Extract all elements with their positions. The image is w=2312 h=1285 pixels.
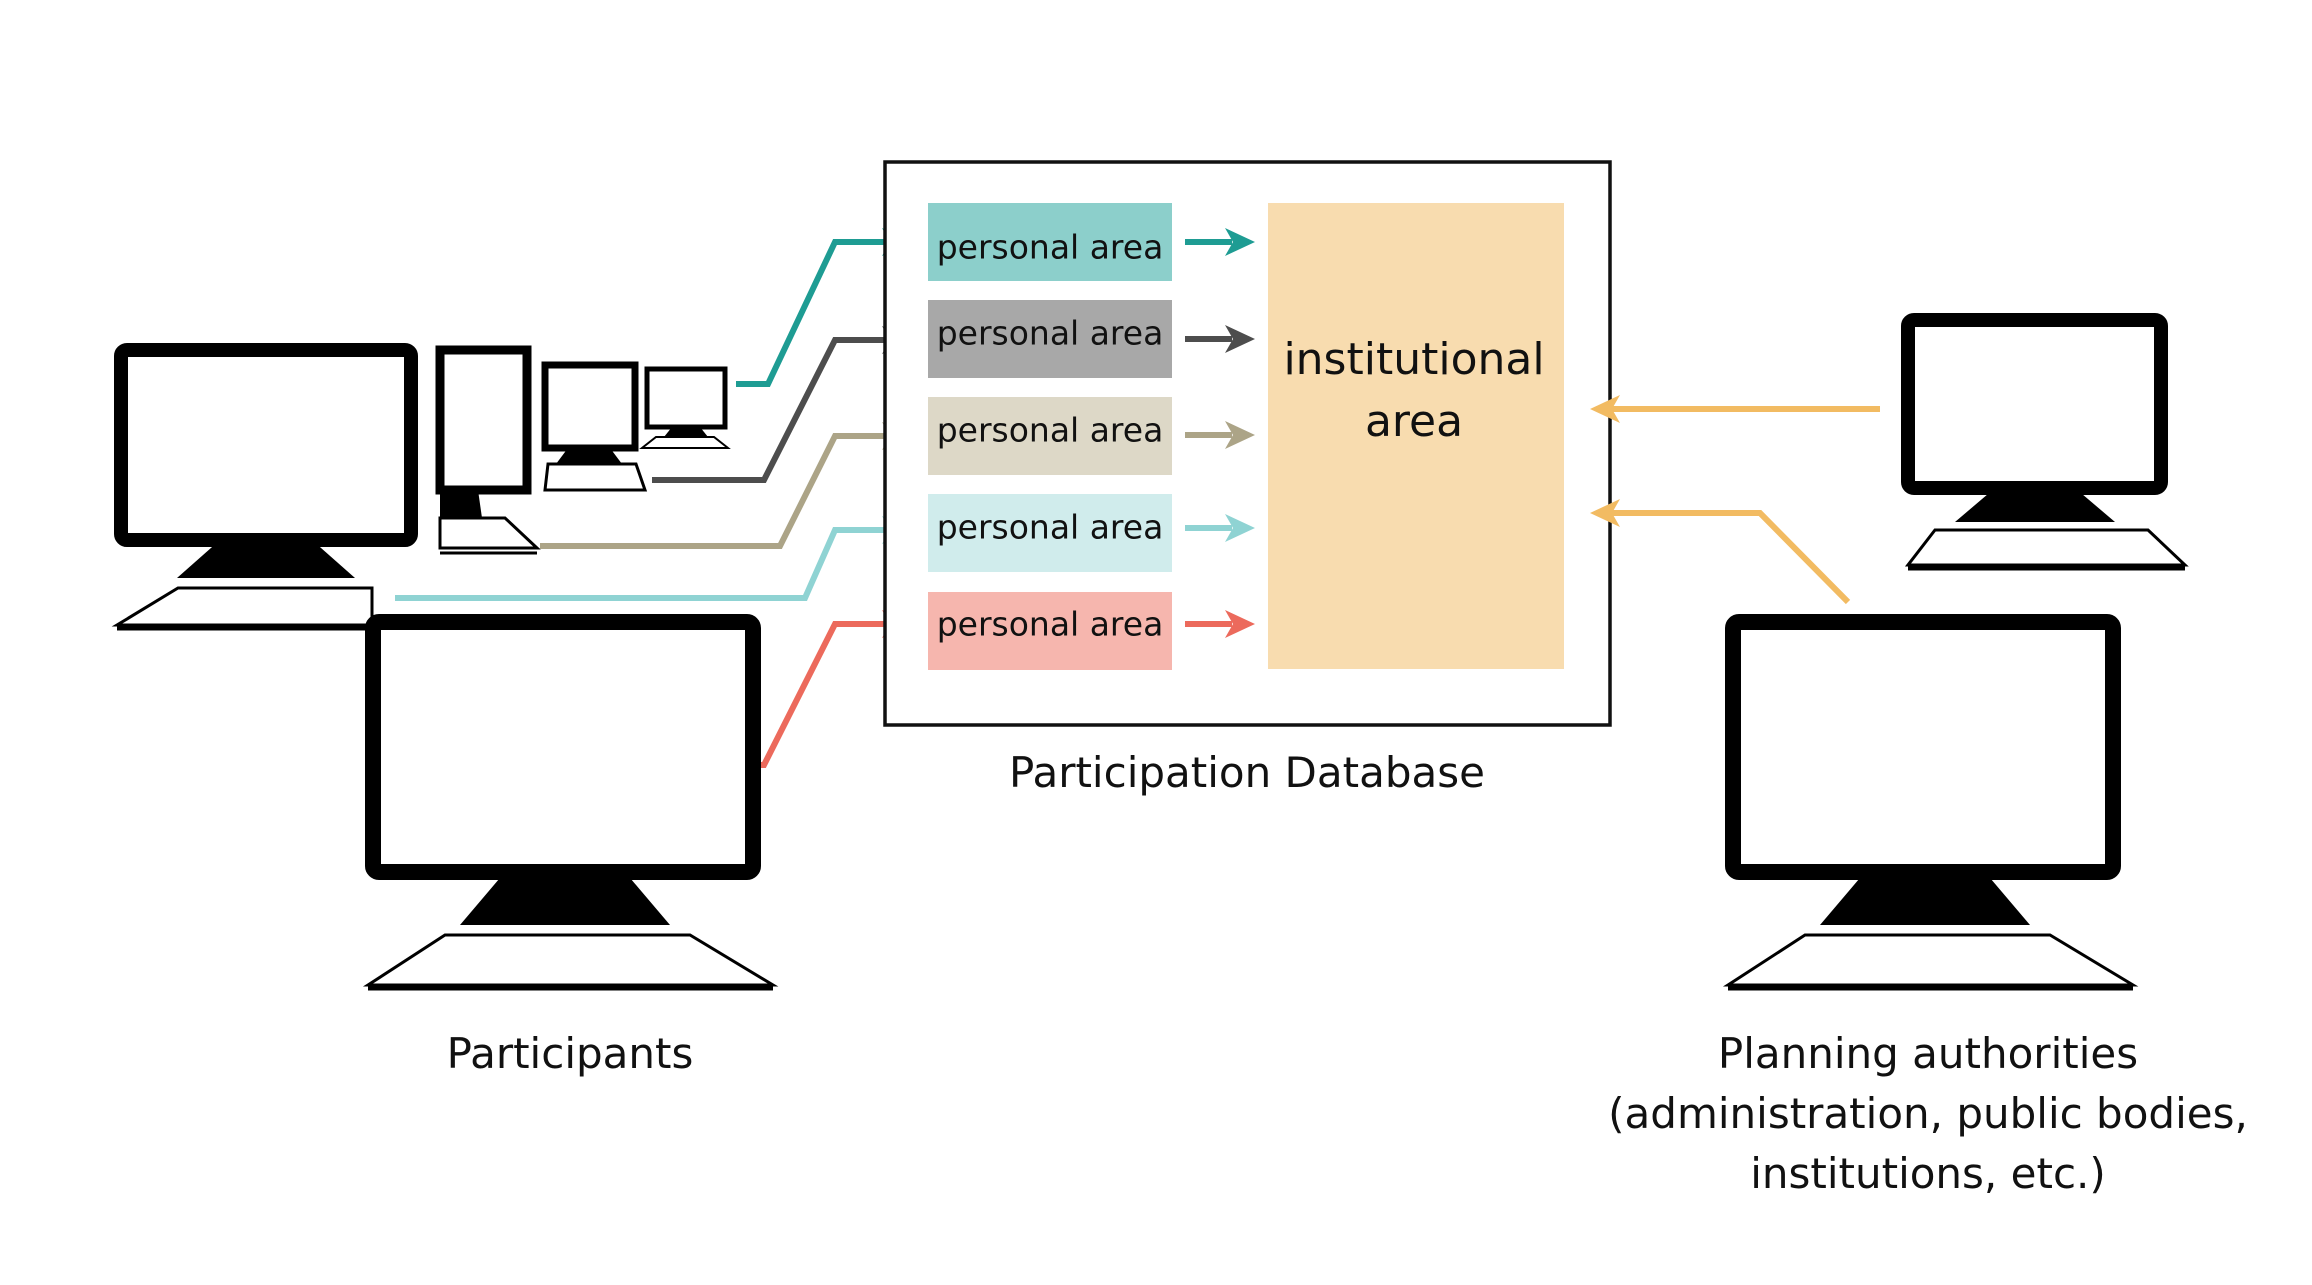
authorities-caption-line1: Planning authorities <box>1718 1029 2138 1078</box>
inner-arrows <box>1185 228 1255 638</box>
computer-icon <box>435 345 541 555</box>
computer-icon <box>111 343 418 631</box>
personal-area: personal area <box>928 300 1172 378</box>
institutional-area-label-line1: institutional <box>1283 334 1544 385</box>
arrowhead-teal <box>1225 228 1255 256</box>
arrowhead-orange <box>1590 499 1620 527</box>
institutional-area-label-line2: area <box>1365 396 1463 447</box>
personal-area-label: personal area <box>937 228 1164 267</box>
arrowhead-khaki <box>1225 421 1255 449</box>
authority-connections <box>1590 395 1880 605</box>
personal-area: personal area <box>928 397 1172 475</box>
authorities-caption-line3: institutions, etc.) <box>1750 1149 2106 1198</box>
arrowhead-salmon <box>1225 610 1255 638</box>
personal-area: personal area <box>928 592 1172 670</box>
connection-line-khaki <box>540 433 895 549</box>
connection-line-light-cyan <box>395 527 895 601</box>
personal-area-label: personal area <box>937 314 1164 353</box>
personal-area: personal area <box>928 494 1172 572</box>
authority-computers <box>1722 313 2189 991</box>
connection-line-orange <box>1610 510 1851 605</box>
personal-area-label: personal area <box>937 605 1164 644</box>
connection-line-dark-gray <box>652 337 895 483</box>
computer-icon <box>639 366 731 449</box>
participants-caption: Participants <box>447 1029 694 1078</box>
authorities-caption-line2: (administration, public bodies, <box>1608 1089 2248 1138</box>
personal-area-label: personal area <box>937 411 1164 450</box>
participant-computers <box>111 343 779 991</box>
connection-line-teal <box>736 239 895 387</box>
personal-area: personal area <box>928 203 1172 281</box>
institutional-area: institutional area <box>1268 203 1564 669</box>
arrowhead-orange <box>1590 395 1620 423</box>
participation-database: personal area personal area personal are… <box>883 160 1612 727</box>
computer-icon <box>1722 614 2139 991</box>
arrowhead-dark-gray <box>1225 325 1255 353</box>
arrowhead-light-cyan <box>1225 514 1255 542</box>
personal-area-label: personal area <box>937 508 1164 547</box>
computer-icon <box>362 614 779 991</box>
database-caption: Participation Database <box>1009 748 1485 797</box>
computer-icon <box>541 361 648 492</box>
computer-icon <box>1901 313 2189 571</box>
